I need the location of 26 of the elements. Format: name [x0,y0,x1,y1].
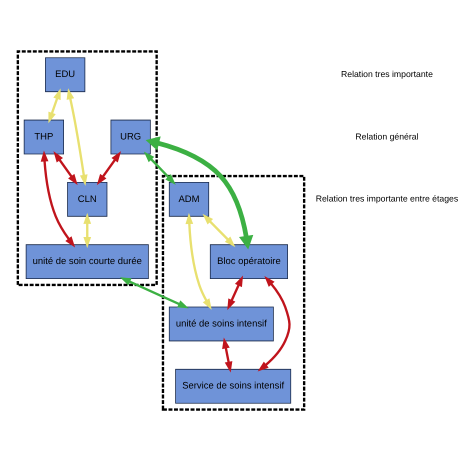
node-box: unité de soin courte durée [26,244,149,279]
arrow [227,275,244,310]
node-box: CLN [67,182,108,217]
arrow [40,150,76,248]
arrow [96,151,122,186]
arrow [146,136,254,250]
node-box: Service de soins intensif [175,368,292,404]
legend-label: Relation général [355,131,418,142]
arrow [185,212,212,310]
node-box: unité de soins intensif [168,306,274,342]
legend-label: Relation tres importante entre étages [316,194,458,204]
node-box: URG [110,120,151,154]
legend-label: Relation tres importante [341,68,433,79]
arrow [202,214,236,248]
node-box: Bloc opératoire [210,244,288,279]
node-box: THP [24,120,64,154]
arrow [53,151,78,186]
arrow [258,276,291,372]
arrow [120,277,189,308]
arrow [222,338,232,373]
arrow [144,152,176,185]
arrow [66,88,88,186]
arrow [83,212,92,248]
arrow [48,88,61,124]
node-box: EDU [45,57,86,92]
node-box: ADM [168,182,210,217]
